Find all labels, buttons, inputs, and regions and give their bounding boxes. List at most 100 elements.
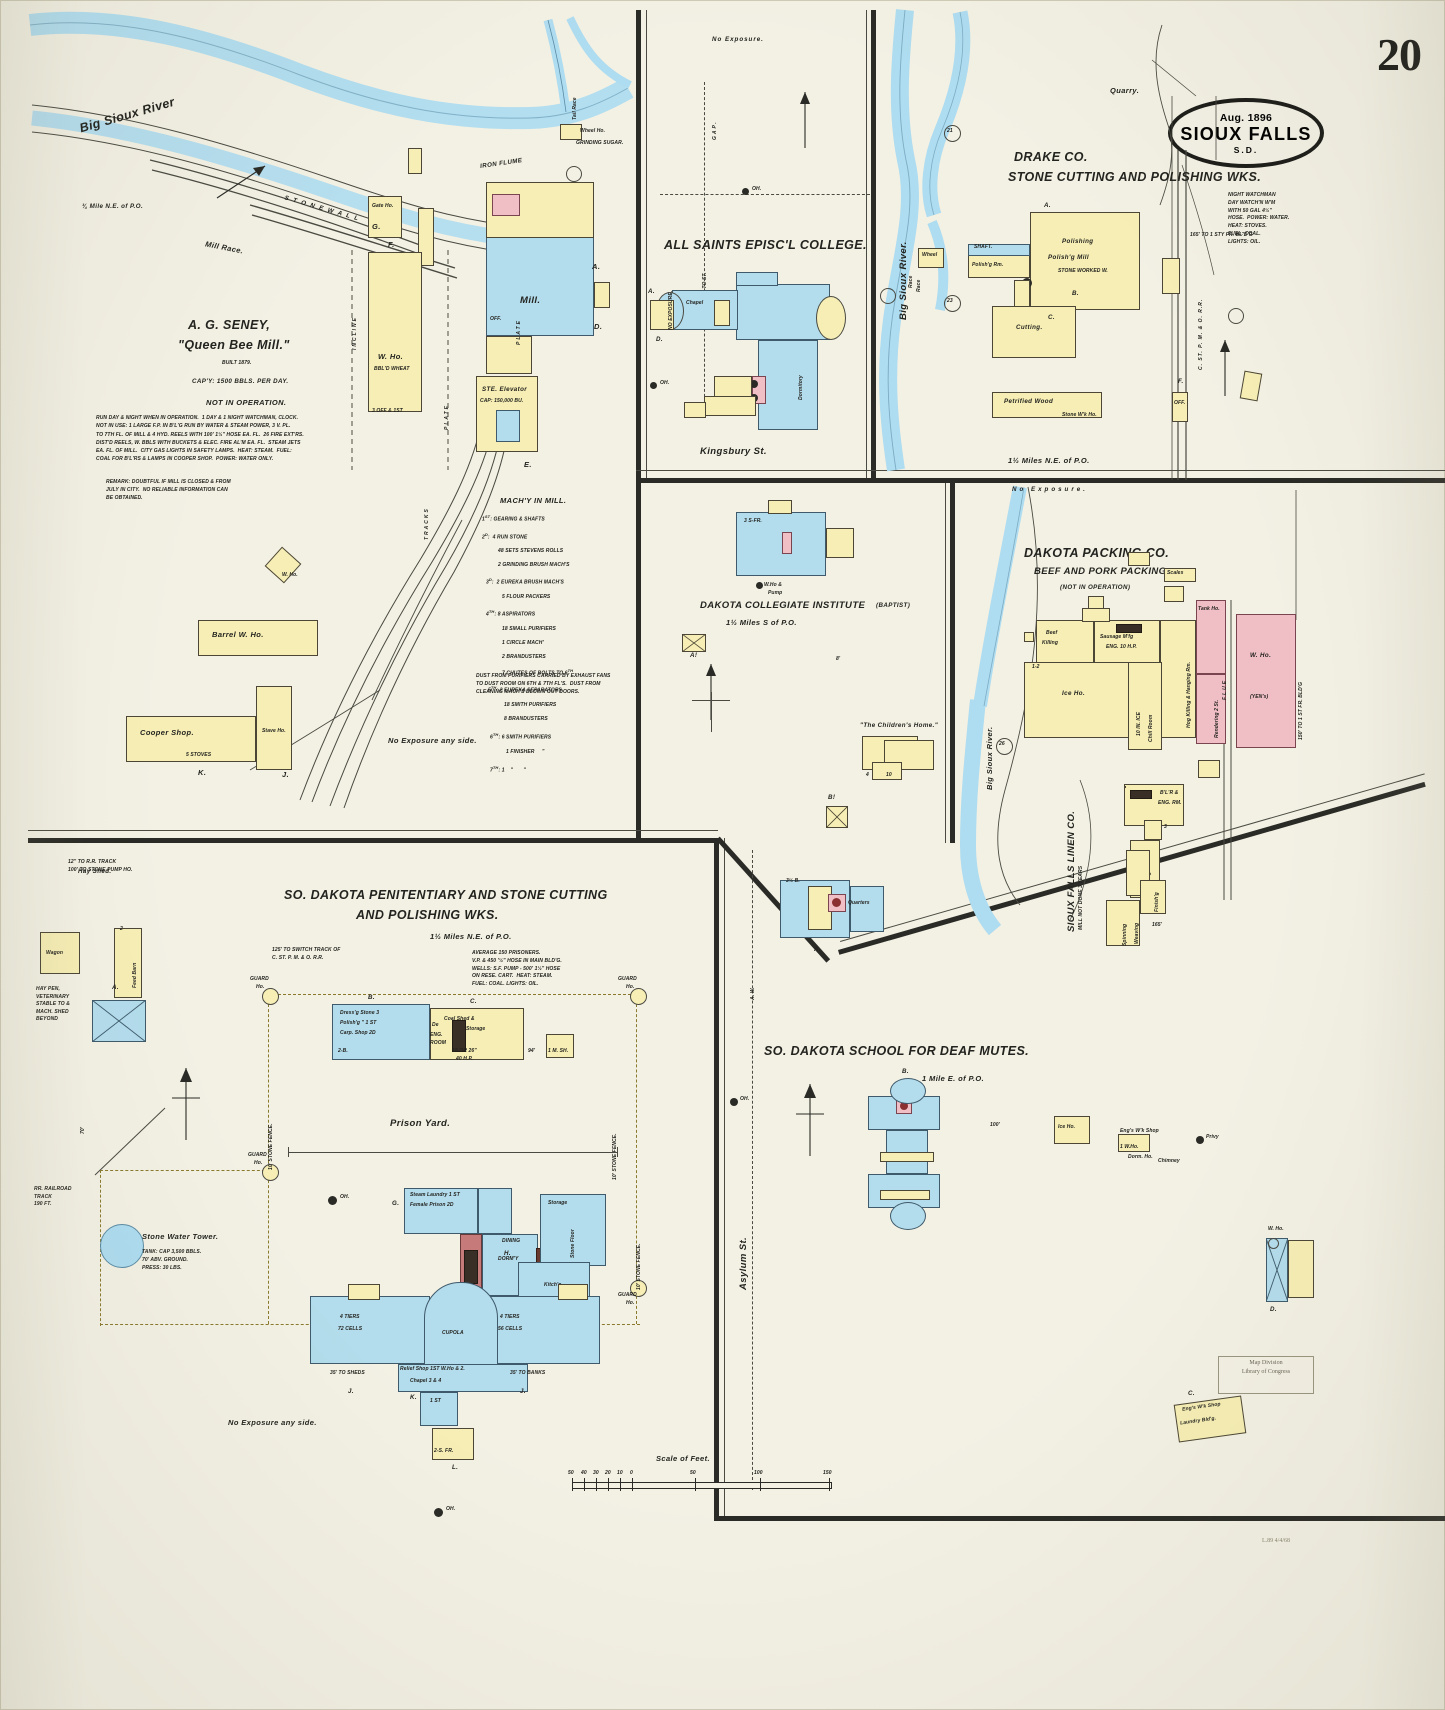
- bldg-collegiate-e: [826, 528, 854, 558]
- block-edge-v2: [866, 10, 867, 480]
- label-petrified: Petrified Wood: [1004, 398, 1054, 405]
- label-chapel: Chapel: [686, 300, 704, 306]
- label-w-ho-sub: BBL'D WHEAT: [374, 366, 410, 372]
- label-sausage: Sausage M'fg: [1100, 634, 1134, 640]
- bldg-wheel: [918, 248, 944, 268]
- label-pen-storage-2: Storage: [548, 1200, 568, 1206]
- bldg-packing-s2: [1198, 760, 1220, 778]
- label-tiers-right-1: 4 TIERS: [500, 1314, 520, 1320]
- label-guard-ne: GUARD: [618, 976, 637, 982]
- bldg-deaf-upper-e: [850, 886, 884, 932]
- label-off-small: OFF.: [490, 316, 502, 322]
- north-arrow-1: [216, 165, 266, 199]
- block-edge-h2: [28, 830, 718, 831]
- label-hydrant-pen-1: OH.: [340, 1194, 350, 1200]
- label-tank-ho: Tank Ho.: [1198, 606, 1220, 612]
- label-pump: Pump: [768, 590, 783, 596]
- bldg-pen-rear: [420, 1392, 458, 1426]
- label-guard-se: GUARD: [618, 1292, 637, 1298]
- label-wh-pump: W.Ho &: [764, 582, 783, 588]
- bldg-pen-wagon: [40, 932, 80, 974]
- yard-dim-tick-r: [617, 1147, 618, 1157]
- block-edge-v1: [646, 10, 647, 480]
- queenbee-notes: RUN DAY & NIGHT WHEN IN OPERATION. 1 DAY…: [96, 415, 304, 463]
- section-letter-allsaints-d: D.: [656, 336, 663, 343]
- label-feed-barn: Feed Barn: [132, 962, 138, 988]
- section-pen-b: B.: [368, 994, 375, 1001]
- bldg-mill-main: [486, 236, 594, 336]
- bldg-warehouse: [368, 252, 422, 412]
- label-big-sioux-mid: Big Sioux River.: [985, 726, 994, 791]
- label-elevator: STE. Elevator: [482, 386, 528, 393]
- label-tiers-right-2: 56 CELLS: [498, 1326, 523, 1332]
- label-pen-eng-room: ROOM: [430, 1040, 446, 1046]
- label-2b: 2-B.: [338, 1048, 348, 1054]
- hydrant-pen-2: [434, 1508, 443, 1517]
- label-packing-boiler: B'L'R &: [1160, 790, 1179, 796]
- north-arrow-2: [800, 92, 810, 148]
- block-edge-h1: [636, 470, 1445, 471]
- prison-fence-top: [268, 994, 636, 995]
- label-polishing-mill: Polish'g Mill: [1048, 254, 1090, 261]
- guard-ho-ne: [630, 988, 647, 1005]
- bldg-collegiate-main: [736, 512, 826, 576]
- section-drake-b: B.: [1072, 290, 1079, 297]
- label-polish-sub: STONE WORKED W.: [1058, 268, 1108, 274]
- section-letter-a: A.: [592, 262, 601, 271]
- label-kitchen: Kitch'n: [544, 1282, 562, 1288]
- hay-pen-note: HAY PEN, VETERINARY STABLE TO & MACH. SH…: [36, 986, 70, 1022]
- label-guard-se-2: Ho.: [626, 1300, 635, 1306]
- bldg-allsaints-shed2: [704, 396, 756, 416]
- penitentiary-title-1: SO. DAKOTA PENITENTIARY AND STONE CUTTIN…: [284, 888, 608, 902]
- bldg-shaft: [968, 244, 1030, 256]
- penitentiary-switch-note: 125' TO SWITCH TRACK OF C. ST. P. M. & O…: [272, 947, 341, 961]
- north-arrow-5: [172, 1068, 200, 1140]
- label-pen-storage-floor: Stone Floor: [570, 1229, 576, 1258]
- label-beef-killing-2: Killing: [1042, 640, 1058, 646]
- bldg-relief-shop: [398, 1364, 528, 1392]
- section-letter-e: E.: [524, 460, 532, 469]
- deaf-privy-dot: [1196, 1136, 1204, 1144]
- collegiate-title-paren: (BAPTIST): [876, 602, 911, 609]
- label-cooper-shop: Cooper Shop.: [140, 728, 194, 737]
- label-plate: PLATE: [516, 318, 522, 345]
- bldg-cutting: [992, 306, 1076, 358]
- linen-title: SIOUX FALLS LINEN CO.: [1066, 810, 1077, 932]
- label-3sfr: 3 S-FR.: [744, 518, 762, 524]
- bldg-cellblock-right: [490, 1296, 600, 1364]
- bldg-gatehouse: [368, 196, 402, 238]
- label-ch-dim2: 10: [886, 772, 892, 778]
- label-office: 3 OFF & 1ST: [372, 408, 403, 414]
- bldg-steam-laundry: [404, 1188, 478, 1234]
- label-deaf-upper-quarters: Quarters: [848, 900, 870, 906]
- packing-status: (NOT IN OPERATION): [1060, 584, 1131, 591]
- hydrant-2: [742, 188, 749, 195]
- prison-fence-mid: [100, 1170, 270, 1171]
- bldg-packing-wh: [1236, 614, 1296, 748]
- packing-top-note: No Exposure.: [1012, 486, 1088, 493]
- label-kingsbury-st: Kingsbury St.: [700, 446, 767, 457]
- label-hydrant-2: OH.: [752, 186, 762, 192]
- section-packing-3: 3: [1164, 824, 1167, 830]
- block-divider-v5: [714, 838, 719, 1518]
- label-cutting: Cutting.: [1016, 324, 1043, 331]
- library-stamp: Map Division Library of Congress: [1218, 1356, 1314, 1394]
- label-steam-laundry: Steam Laundry 1 ST: [410, 1192, 460, 1198]
- bldg-allsaints-apse: [816, 296, 846, 340]
- label-deaf-far-wh: W. Ho.: [1268, 1226, 1284, 1232]
- label-asylum-st: Asylum St.: [738, 1236, 749, 1290]
- label-pen-storage: Storage: [466, 1026, 486, 1032]
- bldg-childrens-home-3: [872, 762, 902, 780]
- bldg-pen-coal-shed: [430, 1008, 524, 1060]
- block-divider-v1: [636, 10, 641, 480]
- label-pen-num-2: 2: [120, 926, 123, 932]
- label-deaf-shop: Eng's W'k Shop: [1120, 1128, 1159, 1134]
- drake-watch-note: NIGHT WATCHMAN DAY WATCH'N W'M WITH 50 G…: [1228, 192, 1290, 245]
- block-divider-v4: [636, 483, 641, 843]
- label-pen-eng: ENG.: [430, 1032, 443, 1038]
- section-pen-g: G.: [392, 1200, 400, 1207]
- label-elevator-cap: CAP: 150,000 BU.: [480, 398, 524, 404]
- block-divider-v2: [871, 10, 876, 480]
- lot-line-asylum: [752, 850, 753, 1490]
